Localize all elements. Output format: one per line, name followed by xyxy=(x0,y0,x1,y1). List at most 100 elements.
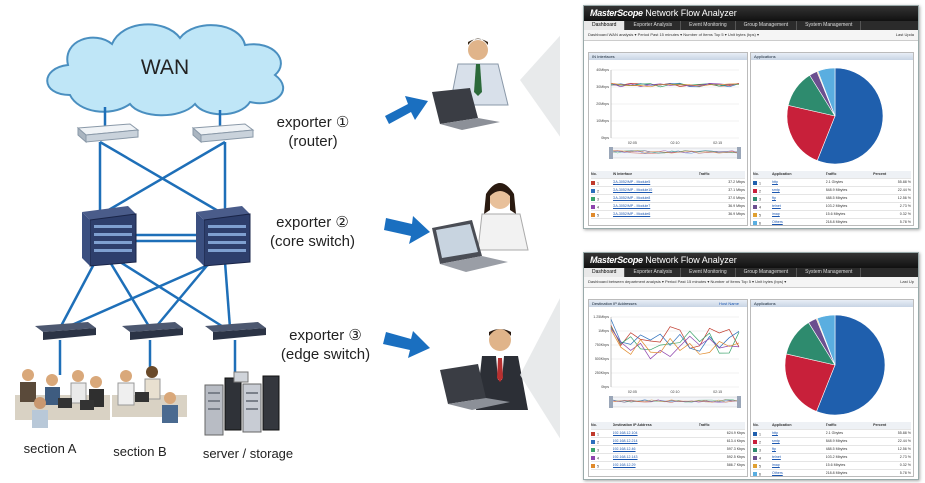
series-line xyxy=(610,319,740,352)
window-title: MasterScope Network Flow Analyzer xyxy=(584,253,918,268)
tab-group-management[interactable]: Group Management xyxy=(736,21,798,30)
row-link[interactable]: imap xyxy=(771,463,780,467)
exporter-2-line2: (core switch) xyxy=(269,233,355,250)
exporter-1-line2: (router) xyxy=(288,133,338,150)
series-line xyxy=(610,82,740,88)
network-diagram xyxy=(15,23,560,439)
tab-group-management[interactable]: Group Management xyxy=(736,268,798,277)
cell-value: 848.9 Mbytes xyxy=(825,188,848,192)
row-link[interactable]: http xyxy=(771,180,778,184)
row-number: 2 xyxy=(591,438,613,445)
row-link[interactable]: smtp xyxy=(771,188,780,192)
cell-value: 0.32 % xyxy=(899,463,911,467)
row-link[interactable]: telnet xyxy=(771,204,781,208)
tab-system-management[interactable]: System Management xyxy=(797,268,862,277)
tab-event-monitoring[interactable]: Event Monitoring xyxy=(681,21,736,30)
last-update: Last Upda xyxy=(895,32,914,37)
pie-slice xyxy=(817,67,836,117)
row-number: 1 xyxy=(753,430,772,437)
y-tick-label: 250Kbps xyxy=(595,371,609,375)
y-tick-label: 750Kbps xyxy=(595,343,609,347)
app-title: Network Flow Analyzer xyxy=(645,8,737,18)
applications-pie-chart xyxy=(784,314,886,416)
row-link[interactable]: imap xyxy=(771,212,780,216)
tab-exporter-analysis[interactable]: Exporter Analysis xyxy=(625,268,682,277)
filter-bar[interactable]: Dashboard WAN analysis ▾ Period Past 15 … xyxy=(584,30,918,41)
row-link[interactable]: GA-3052/MP - Module5 xyxy=(612,180,651,184)
row-link[interactable]: Others xyxy=(771,471,783,475)
exporter-1-label: exporter ① (router) xyxy=(258,113,368,151)
x-tick-label: 02:05 xyxy=(628,141,637,145)
legend-swatch xyxy=(753,180,757,185)
cell-value: 848.9 Mbytes xyxy=(825,439,848,443)
host-name-button[interactable]: Host Name xyxy=(718,301,739,306)
server-storage-icon xyxy=(204,371,280,436)
legend-swatch xyxy=(591,447,595,452)
row-link[interactable]: GA-3052/MP - Module8 xyxy=(612,196,651,200)
row-link[interactable]: GA-3052/MP - Module7 xyxy=(612,204,651,208)
tab-exporter-analysis[interactable]: Exporter Analysis xyxy=(625,21,682,30)
row-link[interactable]: GA-3052/MP - Module10 xyxy=(612,188,653,192)
tab-dashboard[interactable]: Dashboard xyxy=(584,21,626,30)
filter-bar-text[interactable]: Dashboard WAN analysis ▾ Period Past 15 … xyxy=(588,32,759,37)
panel-title-text: Destination IP Addresses xyxy=(592,301,637,306)
row-link[interactable]: 192.168.12.214 xyxy=(612,439,638,443)
tab-dashboard[interactable]: Dashboard xyxy=(584,268,626,277)
router-left xyxy=(76,123,140,144)
legend-swatch xyxy=(591,204,595,209)
column-header: IN Interface xyxy=(612,172,633,176)
range-handle-right xyxy=(737,147,741,159)
section-a-people-icon xyxy=(15,369,110,428)
projection-wedge-2 xyxy=(520,298,560,439)
column-header: Traffic xyxy=(825,423,837,427)
row-link[interactable]: ftp xyxy=(771,196,776,200)
legend-swatch xyxy=(591,431,595,436)
row-number: 2 xyxy=(753,187,772,194)
arrow-1 xyxy=(385,96,428,124)
row-link[interactable]: GA-3052/MP - Module6 xyxy=(612,212,651,216)
cell-value: 103.2 Mbytes xyxy=(825,455,848,459)
cell-value: 218.8 Mbytes xyxy=(825,220,848,224)
cell-value: 12.56 % xyxy=(897,196,911,200)
panel-title: IN Interfaces xyxy=(589,53,747,60)
row-link[interactable]: http xyxy=(771,431,778,435)
row-link[interactable]: smtp xyxy=(771,439,780,443)
row-link[interactable]: ftp xyxy=(771,447,776,451)
tab-system-management[interactable]: System Management xyxy=(797,21,862,30)
series-line xyxy=(610,326,740,354)
filter-bar[interactable]: Dashboard between department analysis ▾ … xyxy=(584,277,918,288)
row-link[interactable]: Others xyxy=(771,220,783,224)
filter-bar-text[interactable]: Dashboard between department analysis ▾ … xyxy=(588,279,787,284)
row-number: 4 xyxy=(591,203,613,210)
row-link[interactable]: 192.168.12.29 xyxy=(612,463,636,467)
row-link[interactable]: 192.168.12.143 xyxy=(612,455,638,459)
row-link[interactable]: 192.168.12.46 xyxy=(612,447,636,451)
row-link[interactable]: telnet xyxy=(771,455,781,459)
tab-event-monitoring[interactable]: Event Monitoring xyxy=(681,268,736,277)
row-link[interactable]: 192.168.12.104 xyxy=(612,431,638,435)
